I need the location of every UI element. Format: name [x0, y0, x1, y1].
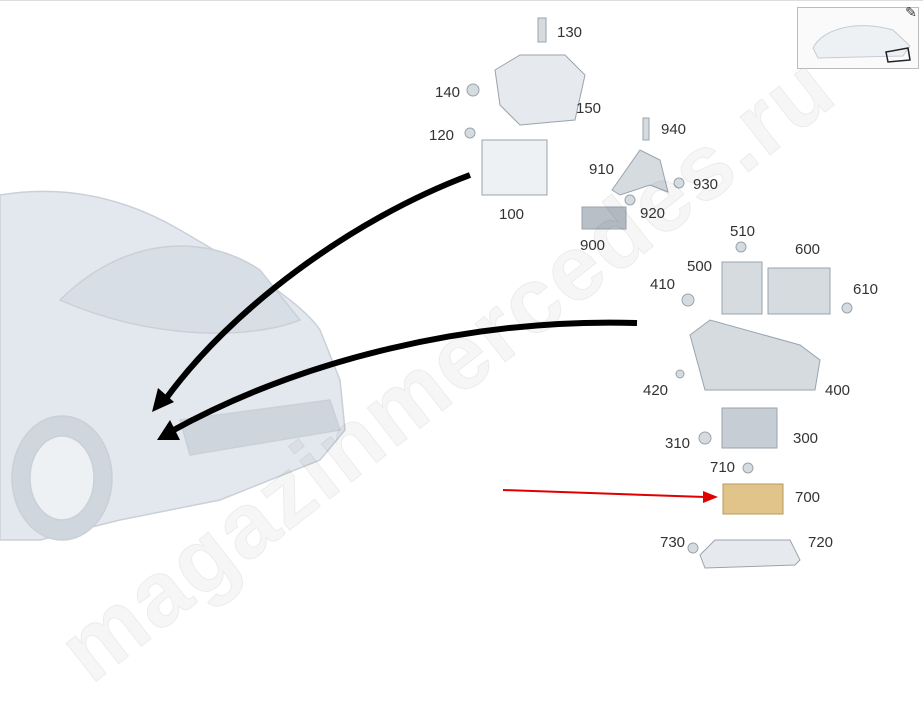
- part-900: [581, 206, 627, 230]
- leader-arrow-400: [168, 319, 638, 435]
- part-400: [689, 319, 821, 391]
- part-label-130[interactable]: 130: [557, 24, 583, 41]
- part-label-420[interactable]: 420: [643, 382, 669, 399]
- part-label-310[interactable]: 310: [665, 435, 691, 452]
- part-420: [675, 369, 685, 379]
- part-label-300[interactable]: 300: [793, 430, 819, 447]
- vehicle-overview-thumbnail[interactable]: [797, 7, 919, 69]
- part-label-400[interactable]: 400: [825, 382, 851, 399]
- part-720: [699, 539, 801, 569]
- part-label-510[interactable]: 510: [730, 223, 756, 240]
- arrowhead-icon: [157, 420, 180, 440]
- red-pointer-arrow: [502, 489, 706, 498]
- part-940: [642, 117, 650, 141]
- part-600: [767, 267, 831, 315]
- part-label-710[interactable]: 710: [710, 459, 736, 476]
- part-410: [681, 293, 695, 307]
- part-label-930[interactable]: 930: [693, 176, 719, 193]
- part-label-940[interactable]: 940: [661, 121, 687, 138]
- part-730: [687, 542, 699, 554]
- part-label-920[interactable]: 920: [640, 205, 666, 222]
- part-500: [721, 261, 763, 315]
- part-label-100[interactable]: 100: [499, 206, 525, 223]
- arrowhead-icon: [152, 388, 174, 412]
- part-510: [735, 241, 747, 253]
- part-label-120[interactable]: 120: [429, 127, 455, 144]
- part-610: [841, 302, 853, 314]
- part-label-500[interactable]: 500: [687, 258, 713, 275]
- part-120: [464, 127, 476, 139]
- part-310: [698, 431, 712, 445]
- car-thumbnail-icon: [812, 25, 911, 63]
- part-label-720[interactable]: 720: [808, 534, 834, 551]
- part-label-600[interactable]: 600: [795, 241, 821, 258]
- part-label-700[interactable]: 700: [795, 489, 821, 506]
- part-130: [537, 17, 547, 43]
- leader-arrow-100: [162, 172, 472, 402]
- part-910: [611, 149, 669, 196]
- part-930: [673, 177, 685, 189]
- top-border: [0, 0, 923, 1]
- part-label-140[interactable]: 140: [435, 84, 461, 101]
- part-150: [494, 54, 586, 126]
- part-300: [721, 407, 778, 449]
- part-label-410[interactable]: 410: [650, 276, 676, 293]
- part-label-900[interactable]: 900: [580, 237, 606, 254]
- part-label-150[interactable]: 150: [576, 100, 602, 117]
- part-700: [722, 483, 784, 515]
- part-100: [481, 139, 548, 196]
- leader-arrows: [162, 172, 638, 435]
- red-arrowhead-icon: [703, 491, 718, 503]
- part-710: [742, 462, 754, 474]
- part-140: [466, 83, 480, 97]
- parts-diagram: [0, 17, 853, 569]
- part-920: [624, 194, 636, 206]
- part-label-610[interactable]: 610: [853, 281, 879, 298]
- part-label-910[interactable]: 910: [589, 161, 615, 178]
- vehicle-rear-illustration: [0, 190, 346, 541]
- parts-group: [464, 17, 853, 569]
- part-label-730[interactable]: 730: [660, 534, 686, 551]
- edit-icon[interactable]: ✎: [905, 4, 917, 20]
